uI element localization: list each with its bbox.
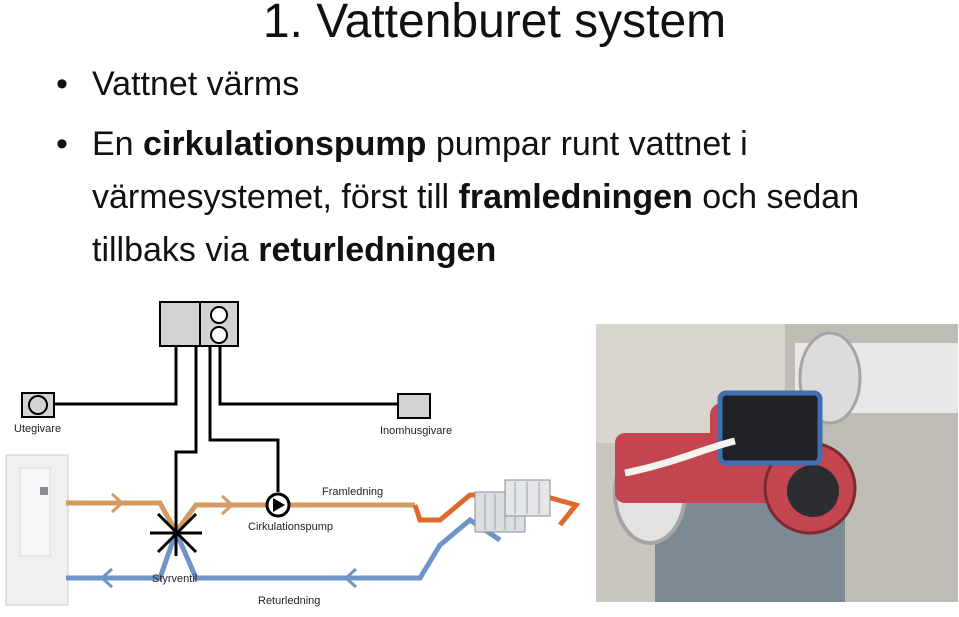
bullet-dot: • <box>56 65 68 103</box>
bullet-bold-term: returledningen <box>258 231 497 269</box>
bullet-item: • En cirkulationspump pumpar runt vattne… <box>56 118 936 277</box>
circulation-pump-photo <box>595 323 959 603</box>
bullet-list: • Vattnet värms • En cirkulationspump pu… <box>56 62 936 277</box>
bullet-text-part: och sedan tillbaks via <box>92 178 860 269</box>
bullet-bold-term: framledningen <box>458 178 693 216</box>
mixing-valve-icon <box>150 512 202 556</box>
radiator-icon <box>474 479 551 533</box>
bullet-item: • Vattnet värms <box>56 62 936 106</box>
bullet-text: Vattnet värms <box>92 65 300 103</box>
circulation-pump-icon <box>265 492 291 518</box>
bullet-text-part: En <box>92 125 144 163</box>
slide-title: 1. Vattenburet system <box>262 0 727 48</box>
pump-photo-illustration <box>595 323 959 603</box>
outdoor-sensor-icon <box>21 392 55 418</box>
return-pipe <box>66 516 502 581</box>
bullet-dot: • <box>56 125 68 163</box>
bullet-bold-term: cirkulationspump <box>143 125 427 163</box>
utegivare-label: Utegivare <box>14 423 61 435</box>
controller-box <box>159 301 239 347</box>
cirkulationspump-label: Cirkulationspump <box>248 521 333 533</box>
styrventil-label: Styrventil <box>152 573 197 585</box>
flow-arrows <box>99 492 358 589</box>
returledning-label: Returledning <box>258 595 320 607</box>
bullet-text-part: pumpar runt vattnet i värmesystemet, för… <box>92 125 748 216</box>
framledning-label: Framledning <box>322 486 383 498</box>
heat-pump-unit <box>5 454 69 606</box>
heating-system-diagram: Utegivare Inomhusgivare Framledning Cirk… <box>5 301 581 607</box>
inomhusgivare-label: Inomhusgivare <box>380 425 452 437</box>
control-wiring <box>52 346 400 532</box>
indoor-sensor-icon <box>397 393 431 419</box>
